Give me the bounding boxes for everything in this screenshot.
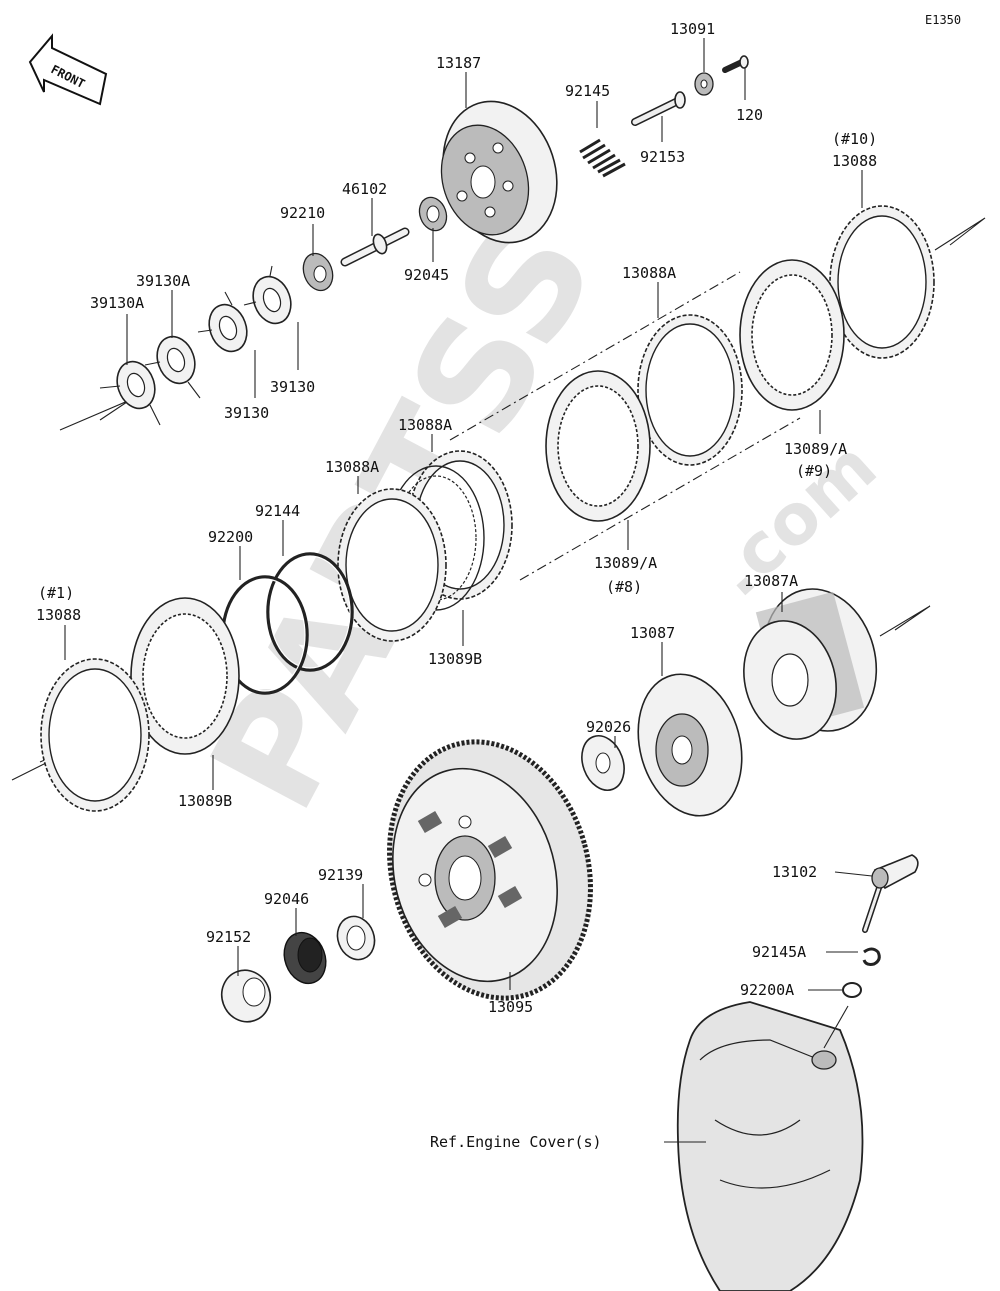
label-13087A: 13087A (744, 572, 798, 590)
part-92026-washer[interactable] (575, 730, 632, 796)
label-13091: 13091 (670, 20, 715, 38)
label-39130A-left: 39130A (90, 294, 144, 312)
part-13089A-steel-8[interactable] (545, 370, 651, 522)
label-46102: 46102 (342, 180, 387, 198)
label-13088A-left: 13088A (398, 416, 452, 434)
part-92152-collar[interactable] (215, 963, 278, 1028)
label-92200: 92200 (208, 528, 253, 546)
label-92046: 92046 (264, 890, 309, 908)
leader-lines (64, 38, 873, 1143)
part-13187-pressure-plate[interactable] (425, 87, 574, 258)
part-92153-bolt[interactable] (631, 91, 686, 126)
part-92144-ring[interactable] (266, 552, 354, 672)
label-13089A-top: 13089/A (784, 440, 847, 458)
label-13089A-mid: 13089/A (594, 554, 657, 572)
part-13089B-steel-left[interactable] (130, 597, 240, 755)
label-13088-top: 13088 (832, 152, 877, 170)
part-engine-cover[interactable] (676, 1001, 864, 1291)
label-92145A: 92145A (752, 943, 806, 961)
label-39130-right: 39130 (270, 378, 315, 396)
label-13088A-mid: 13088A (622, 264, 676, 282)
label-92026: 92026 (586, 718, 631, 736)
part-39130-left[interactable] (197, 291, 253, 357)
label-position-9: (#9) (796, 462, 832, 480)
label-position-8: (#8) (606, 578, 642, 596)
part-92145-spring[interactable] (578, 135, 628, 178)
part-13089A-steel-9[interactable] (739, 259, 845, 411)
part-92046-needle-bearing[interactable] (277, 927, 332, 990)
part-92139-sleeve[interactable] (332, 911, 381, 965)
part-46102-pushrod[interactable] (340, 227, 410, 267)
label-39130-left: 39130 (224, 404, 269, 422)
part-92200A-washer[interactable] (842, 982, 862, 998)
label-120: 120 (736, 106, 763, 124)
label-92153: 92153 (640, 148, 685, 166)
label-ref-engine-cover: Ref.Engine Cover(s) (430, 1133, 602, 1151)
label-13187: 13187 (436, 54, 481, 72)
label-92145: 92145 (565, 82, 610, 100)
label-13095: 13095 (488, 998, 533, 1016)
part-labels: 13187 92145 13091 120 92153 46102 92210 … (36, 20, 877, 1151)
part-39130A-left[interactable] (99, 356, 161, 426)
front-arrow: FRONT (28, 33, 108, 106)
label-92200A: 92200A (740, 981, 794, 999)
alignment-lines (449, 271, 801, 581)
part-13088A-friction-left2[interactable] (337, 488, 447, 642)
label-92144: 92144 (255, 502, 300, 520)
label-13089B-left: 13089B (178, 792, 232, 810)
part-92210-nut[interactable] (298, 249, 337, 294)
label-13088-left: 13088 (36, 606, 81, 624)
part-13091-cap[interactable] (694, 72, 714, 96)
label-13089B-mid: 13089B (428, 650, 482, 668)
diagram-code: E1350 (925, 13, 961, 27)
label-92045: 92045 (404, 266, 449, 284)
label-13087: 13087 (630, 624, 675, 642)
part-13087A-clutch-hub[interactable] (731, 576, 892, 749)
part-13088-friction-10[interactable] (829, 205, 935, 359)
part-92145A-spring[interactable] (862, 947, 881, 966)
label-92210: 92210 (280, 204, 325, 222)
label-position-10: (#10) (832, 130, 877, 148)
part-39130A-right[interactable] (144, 331, 201, 399)
part-13095-clutch-housing[interactable] (362, 719, 619, 1021)
label-92139: 92139 (318, 866, 363, 884)
label-13088A-left2: 13088A (325, 458, 379, 476)
label-13102: 13102 (772, 863, 817, 881)
part-13087-disc[interactable] (623, 663, 757, 828)
part-13088-friction-1[interactable] (40, 658, 150, 812)
part-39130-right[interactable] (243, 265, 297, 329)
part-13088A-friction-mid[interactable] (637, 314, 743, 466)
part-13102-lever[interactable] (862, 854, 919, 933)
label-92152: 92152 (206, 928, 251, 946)
part-92045-bearing[interactable] (415, 194, 451, 235)
label-position-1: (#1) (38, 584, 74, 602)
part-120-bolt[interactable] (722, 55, 749, 73)
label-39130A-top: 39130A (136, 272, 190, 290)
